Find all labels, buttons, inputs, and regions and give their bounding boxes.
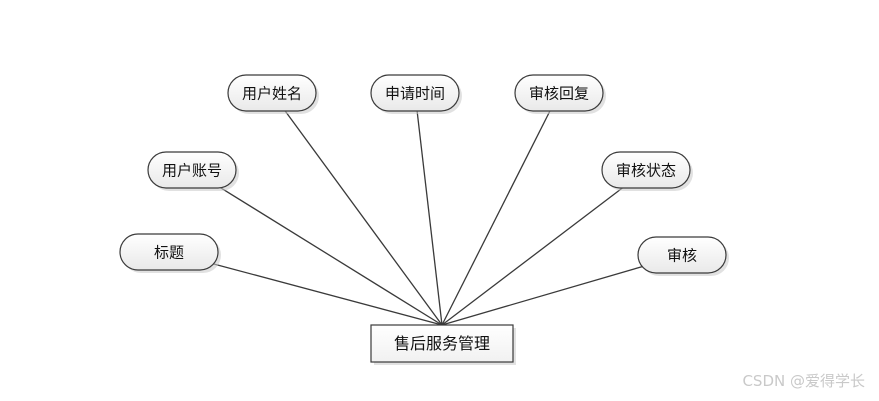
attribute-shenqing-shijian[interactable]: 申请时间 bbox=[370, 74, 462, 114]
connector-shenhe-huifu bbox=[441, 110, 551, 326]
watermark-text: CSDN @爱得学长 bbox=[742, 372, 865, 390]
attribute-label-shenhe-huifu: 审核回复 bbox=[529, 85, 589, 103]
attribute-shenhe-zhuangtai[interactable]: 审核状态 bbox=[601, 151, 693, 191]
connector-yonghu-xingming bbox=[284, 109, 443, 326]
attribute-yonghu-xingming[interactable]: 用户姓名 bbox=[227, 74, 319, 114]
attribute-label-shenhe: 审核 bbox=[667, 247, 697, 265]
attribute-label-shenhe-zhuangtai: 审核状态 bbox=[616, 162, 676, 180]
connector-shenqing-shijian bbox=[416, 110, 443, 326]
attribute-label-yonghu-zhanghao: 用户账号 bbox=[162, 162, 222, 180]
connector-shenhe-zhuangtai bbox=[441, 185, 626, 326]
attribute-shenhe-huifu[interactable]: 审核回复 bbox=[514, 74, 606, 114]
entity-layer: 售后服务管理 bbox=[370, 324, 516, 365]
connector-yonghu-zhanghao bbox=[215, 184, 443, 326]
attribute-biaoti[interactable]: 标题 bbox=[119, 233, 221, 273]
connector-shenhe bbox=[441, 264, 647, 326]
entity-box[interactable]: 售后服务管理 bbox=[370, 324, 516, 365]
attribute-shenhe[interactable]: 审核 bbox=[637, 236, 729, 276]
attribute-yonghu-zhanghao[interactable]: 用户账号 bbox=[147, 151, 239, 191]
attribute-label-yonghu-xingming: 用户姓名 bbox=[242, 85, 302, 103]
connector-lines bbox=[208, 109, 647, 326]
entity-label: 售后服务管理 bbox=[394, 334, 490, 353]
attribute-label-biaoti: 标题 bbox=[154, 244, 184, 262]
attribute-label-shenqing-shijian: 申请时间 bbox=[385, 85, 445, 103]
connector-biaoti bbox=[208, 261, 443, 326]
